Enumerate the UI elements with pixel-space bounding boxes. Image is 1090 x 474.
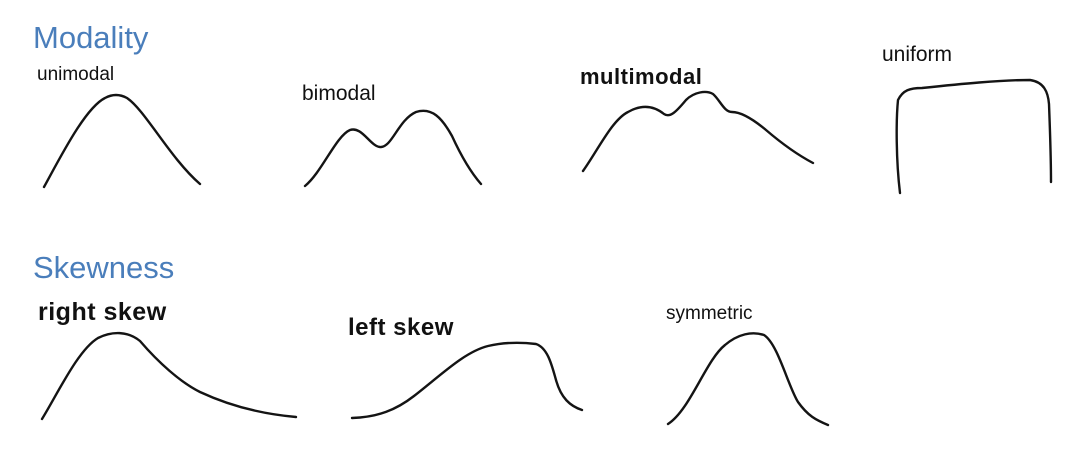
- left-skew-curve: [350, 341, 584, 420]
- uniform-curve: [895, 78, 1053, 195]
- right-skew-curve: [40, 331, 298, 421]
- unimodal-label: unimodal: [37, 64, 115, 85]
- symmetric-curve: [666, 332, 830, 427]
- multimodal-curve: [581, 90, 815, 173]
- bimodal-curve: [303, 109, 483, 188]
- unimodal-curve: [42, 93, 202, 189]
- multimodal-label: multimodal: [580, 64, 703, 89]
- bimodal-label: bimodal: [302, 82, 376, 105]
- symmetric-label: symmetric: [666, 303, 753, 324]
- modality-heading: Modality: [33, 20, 149, 55]
- uniform-label: uniform: [882, 43, 953, 66]
- right-skew-label: right skew: [38, 298, 167, 326]
- left-skew-label: left skew: [348, 314, 454, 341]
- skewness-heading: Skewness: [33, 250, 175, 285]
